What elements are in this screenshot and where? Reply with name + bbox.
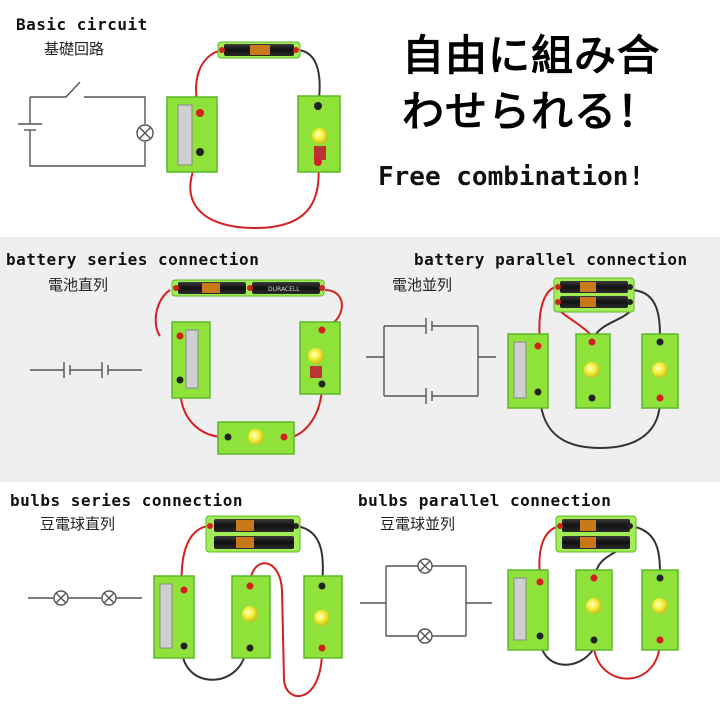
basic-circuit-title: Basic circuit xyxy=(16,15,148,34)
battery-parallel-bulb-board-2 xyxy=(641,333,679,409)
basic-battery xyxy=(217,41,301,59)
bulbs-parallel-schematic xyxy=(360,558,492,644)
bulbs-parallel-bulb-board-1 xyxy=(575,569,613,651)
battery-series-bulb-board xyxy=(299,321,341,395)
basic-switch-board xyxy=(166,96,218,173)
headline-line1: 自由に組み合 xyxy=(402,31,661,80)
bulbs-series-title: bulbs series connection xyxy=(10,491,244,510)
battery-parallel-title: battery parallel connection xyxy=(414,250,688,269)
battery-series-subtitle: 電池直列 xyxy=(48,276,109,294)
bulbs-parallel-title: bulbs parallel connection xyxy=(358,491,612,510)
battery-parallel-subtitle: 電池並列 xyxy=(392,276,453,294)
bulbs-series-bulb-board-2 xyxy=(303,575,343,659)
bulbs-parallel-subtitle: 豆電球並列 xyxy=(380,515,456,533)
bulbs-parallel-bulb-board-2 xyxy=(641,569,679,651)
bulbs-parallel-pack xyxy=(555,515,637,553)
tagline: Free combination! xyxy=(378,162,645,192)
battery-series-switch-board xyxy=(171,321,211,399)
bulbs-series-schematic xyxy=(28,590,142,606)
bulbs-parallel-switch-board xyxy=(507,569,549,651)
bulbs-series-switch-board xyxy=(153,575,195,659)
battery-parallel-pack xyxy=(553,277,635,313)
basic-circuit-section xyxy=(0,0,720,237)
battery-series-title: battery series connection xyxy=(6,250,260,269)
headline-line2: わせられる！ xyxy=(402,87,661,136)
basic-circuit-subtitle: 基礎回路 xyxy=(44,40,105,58)
battery-parallel-switch-board xyxy=(507,333,549,409)
basic-bulb-board xyxy=(297,95,341,173)
battery-parallel-schematic xyxy=(366,318,496,404)
basic-schematic xyxy=(18,81,154,167)
bulbs-series-subtitle: 豆電球直列 xyxy=(40,515,116,533)
bulbs-series-bulb-board-1 xyxy=(231,575,271,659)
battery-series-pack: DURACELL xyxy=(171,279,325,297)
bulbs-series-pack xyxy=(205,515,301,553)
battery-series-schematic xyxy=(30,362,142,378)
battery-parallel-bulb-board-1 xyxy=(575,333,611,409)
battery-brand-label: DURACELL xyxy=(268,286,300,293)
battery-series-bottom-bulb-board xyxy=(217,421,295,455)
